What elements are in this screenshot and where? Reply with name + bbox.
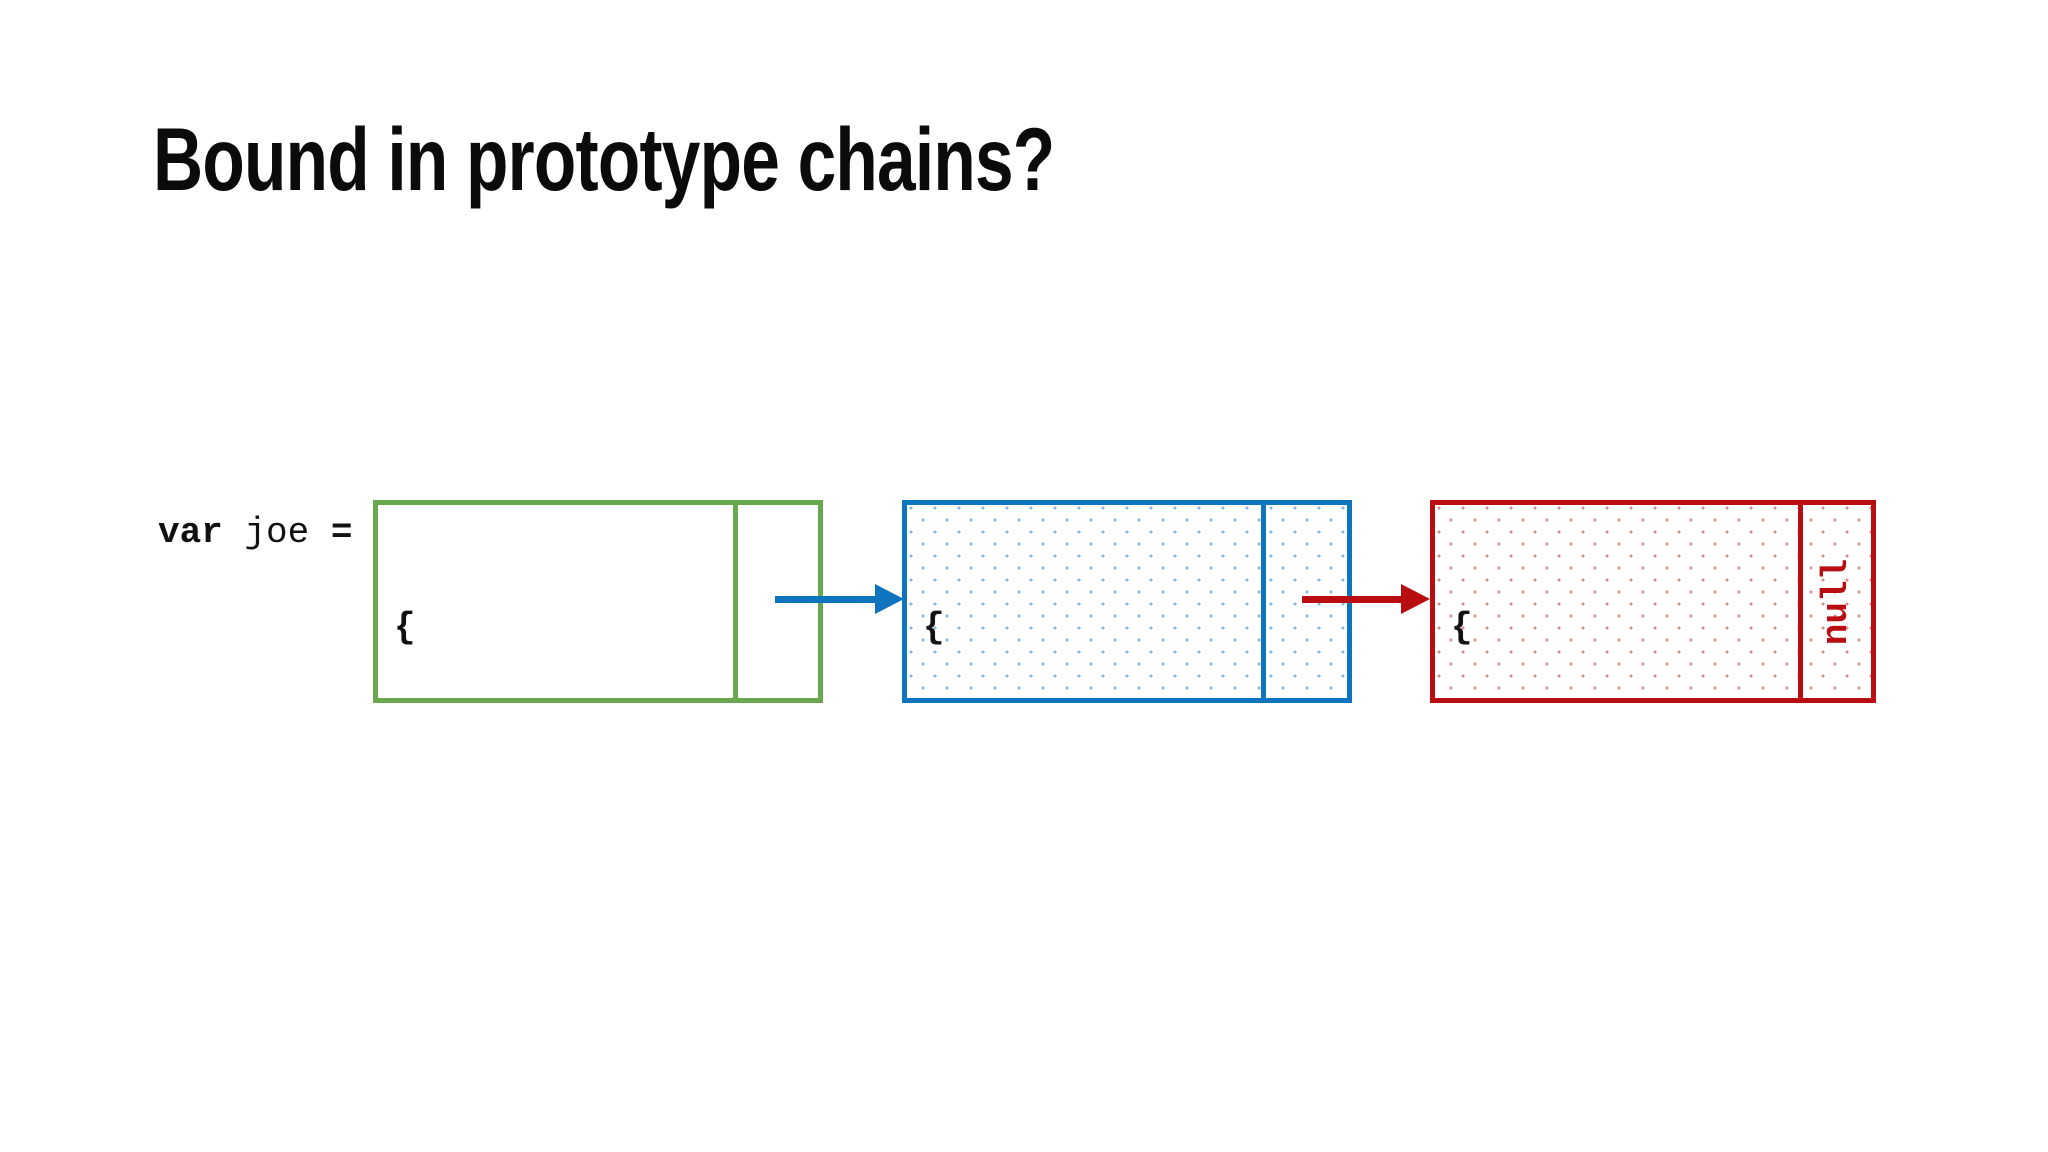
null-label: null (1816, 558, 1858, 645)
arrow-head-icon (875, 584, 904, 614)
prototype-pointer-cell (733, 505, 818, 698)
prototype-object-box-2: { height: 185 }; null (1430, 500, 1876, 703)
object-literal-code: { height: 185 }; (1435, 505, 1798, 698)
prototype-object-box-1: { age: 21, weight: 82 }; (902, 500, 1352, 703)
prototype-pointer-cell (1261, 505, 1347, 698)
assignment-operator: = (330, 512, 375, 553)
prototype-link-arrow-2 (1302, 584, 1430, 614)
arrow-line (775, 595, 875, 603)
prototype-link-arrow-1 (775, 584, 904, 614)
variable-name: joe (222, 512, 331, 553)
var-keyword: var (158, 512, 223, 553)
code-bold: { (923, 607, 945, 648)
code-bold: { (1451, 607, 1473, 648)
joe-object-box: { name: 'Joe', age: 25 }; (373, 500, 823, 703)
code-line: { (1451, 605, 1798, 651)
code-line: { (923, 605, 1261, 651)
code-bold: { (394, 607, 416, 648)
object-literal-code: { name: 'Joe', age: 25 }; (378, 505, 733, 698)
object-literal-code: { age: 21, weight: 82 }; (907, 505, 1261, 698)
arrow-head-icon (1401, 584, 1430, 614)
variable-declaration-label: var joe = (158, 510, 374, 556)
slide-title: Bound in prototype chains? (153, 109, 1055, 209)
code-line: { (394, 605, 733, 651)
arrow-line (1302, 595, 1401, 603)
null-pointer-cell: null (1798, 505, 1871, 698)
